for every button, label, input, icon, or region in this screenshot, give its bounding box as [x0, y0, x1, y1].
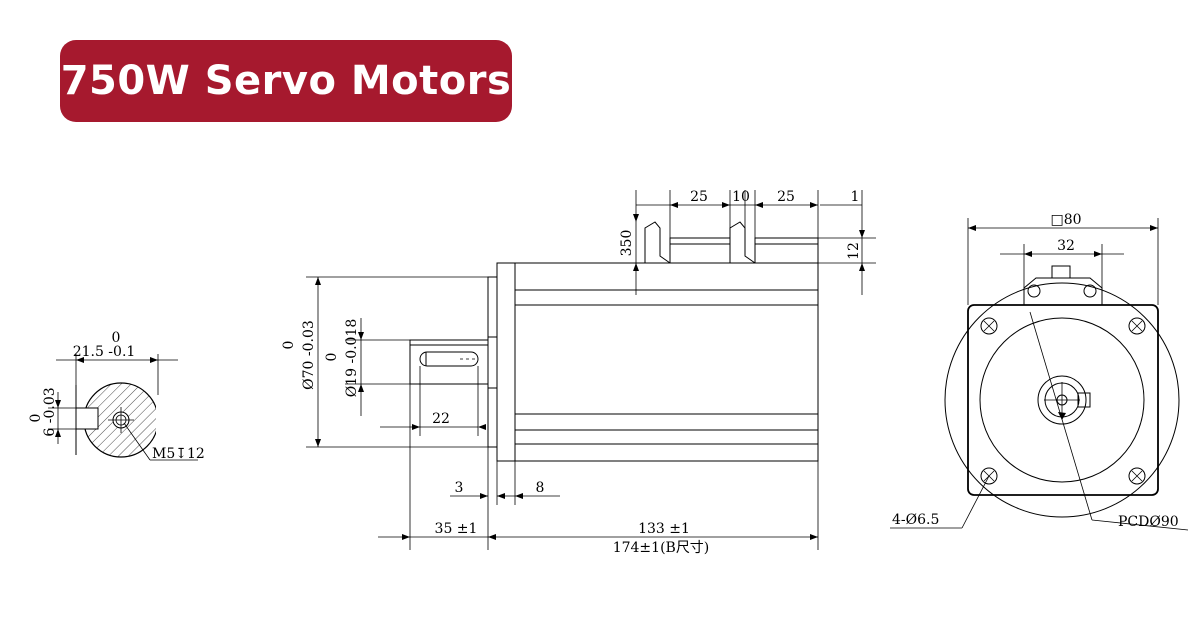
square-label: □80 [1050, 212, 1081, 228]
flange-upper-label: 0 [281, 341, 297, 350]
shaft-length-label: 35 ±1 [435, 521, 478, 537]
conn-w2-label: 25 [777, 189, 795, 205]
key-value-label: 6 -0.03 [42, 387, 58, 436]
holes-label: 4-Ø6.5 [892, 512, 939, 528]
flange-dia-label: Ø70 -0.03 [301, 320, 317, 390]
cable-len-label: 350 [619, 230, 635, 257]
key-upper-label: 0 [28, 414, 44, 423]
dim-8-label: 8 [536, 480, 545, 496]
thread-label: M5↧12 [152, 446, 205, 462]
conn-offset-label: 1 [851, 189, 860, 205]
pcd-label: PCDØ90 [1118, 514, 1179, 530]
width-value-label: 21.5 -0.1 [73, 344, 136, 360]
shaft-cross-section: 0 21.5 -0.1 0 6 -0.03 M5↧12 [28, 330, 205, 462]
total-length-label: 174±1(B尺寸) [613, 540, 710, 556]
dim-3-label: 3 [455, 480, 464, 496]
page-title: 750W Servo Motors [60, 58, 512, 104]
motor-side-view: 25 10 25 1 350 12 0 Ø70 -0.03 0 Ø19 -0.0… [281, 189, 876, 556]
mounting-hole [1128, 317, 1146, 335]
title-badge: 750W Servo Motors [60, 40, 512, 122]
conn-w1-label: 25 [690, 189, 708, 205]
conn-height-label: 12 [846, 242, 862, 260]
width-32-label: 32 [1057, 238, 1075, 254]
body-length-label: 133 ±1 [638, 521, 690, 537]
shaft-dia-label: Ø19 -0.018 [344, 319, 360, 398]
mounting-hole [980, 317, 998, 335]
motor-front-view: □80 32 PCDØ90 4-Ø6.5 [890, 212, 1189, 531]
key-length-label: 22 [432, 411, 450, 427]
shaft-upper-label: 0 [324, 353, 340, 362]
conn-gap-label: 10 [732, 189, 750, 205]
mounting-hole [1128, 467, 1146, 485]
width-upper-label: 0 [112, 330, 121, 346]
